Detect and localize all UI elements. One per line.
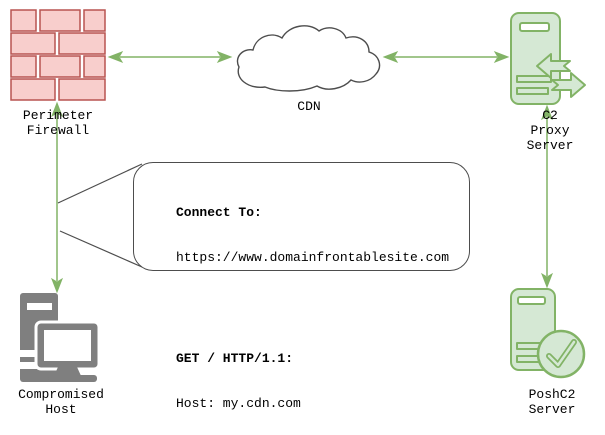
c2-proxy-server-icon	[510, 12, 586, 105]
arrow-proxy-posh	[541, 104, 553, 289]
cdn-label: CDN	[297, 99, 321, 114]
transfer-right-arrow-icon	[551, 72, 586, 98]
callout-line-url: https://www.domainfrontablesite.com	[176, 250, 450, 265]
callout-line-connect-to: Connect To:	[176, 205, 262, 220]
arrow-firewall-cdn	[107, 51, 233, 63]
arrow-cdn-proxy	[382, 51, 510, 63]
poshc2-server-label: PoshC2 Server	[528, 387, 576, 417]
check-circle-icon	[536, 329, 586, 379]
firewall-icon	[10, 9, 106, 101]
cdn-cloud-icon	[236, 25, 381, 92]
callout-line-host-header: Host: my.cdn.com	[176, 396, 301, 411]
firewall-label: Perimeter Firewall	[22, 108, 94, 138]
compromised-host-label: Compromised Host	[18, 387, 104, 417]
callout-line-get: GET / HTTP/1.1:	[176, 351, 294, 366]
c2-proxy-server-label: C2 Proxy Server	[526, 108, 574, 153]
callout-text: Connect To: https://www.domainfrontables…	[176, 175, 449, 435]
callout-tail	[57, 163, 143, 268]
callout-spacer	[176, 295, 449, 321]
arrow-host-firewall	[51, 101, 63, 294]
compromised-host-icon	[20, 293, 101, 382]
transfer-left-arrow-icon	[536, 53, 571, 79]
poshc2-server-icon	[510, 288, 586, 379]
http-request-callout: Connect To: https://www.domainfrontables…	[133, 162, 470, 411]
